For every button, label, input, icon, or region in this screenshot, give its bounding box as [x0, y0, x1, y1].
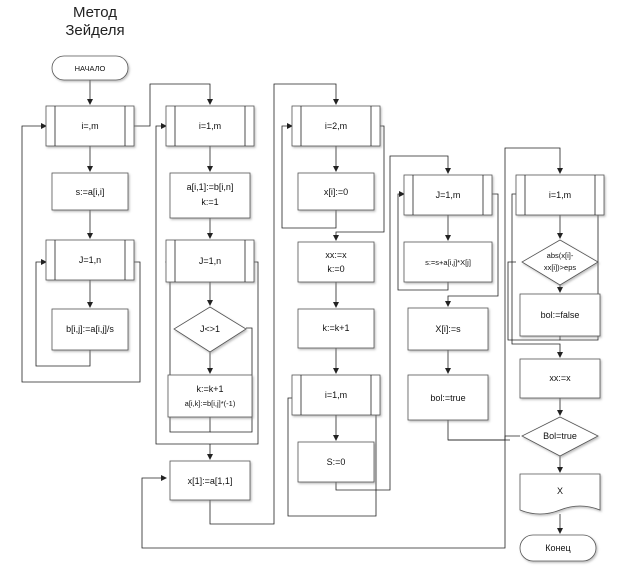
- col5-assign-bol-label: bol:=false: [541, 310, 580, 320]
- end-terminal: Конец: [519, 534, 597, 562]
- col3-assign-S-label: S:=0: [327, 457, 346, 467]
- col3-loop-i1-label: i=1,m: [325, 390, 347, 400]
- col4-loop-j-label: J=1,m: [436, 190, 461, 200]
- col5-assign-xx: xx:=x: [519, 358, 601, 399]
- title-line-1: Метод: [73, 4, 117, 21]
- col5-loop-i: i=1,m: [515, 174, 605, 216]
- col1-assign-s-label: s:=a[i,i]: [76, 187, 105, 197]
- col1-assign-b-label: b[i,j]:=a[i,j]/s: [66, 324, 114, 334]
- col4-assign-s-label: s:=s+a[i,j]*X[j]: [425, 258, 471, 267]
- col3-assign-xi-label: x[i]:=0: [324, 187, 348, 197]
- col2-assign-k: k:=k+1 a[i,k]:=b[i,j]*(-1): [167, 374, 253, 418]
- start-terminal: НАЧАЛО: [51, 55, 129, 81]
- col2-decision: J<>1: [173, 306, 247, 353]
- col2-assign-x1: x[1]:=a[1,1]: [169, 460, 251, 501]
- col2-assign-a-line1: a[i,1]:=b[i,n]: [187, 182, 234, 192]
- col5-assign-bol: bol:=false: [519, 293, 601, 337]
- col2-loop-j-label: J=1,n: [199, 256, 221, 266]
- col3-assign-xx-line2: k:=0: [327, 264, 344, 274]
- col5-decision-line1: abs(x[i]-: [547, 251, 574, 260]
- col4-assign-xs: X[i]:=s: [407, 307, 489, 351]
- col1-loop-i-label: i=,m: [81, 121, 98, 131]
- col2-loop-j: J=1,n: [165, 239, 255, 283]
- col1-loop-j: J=1,n: [45, 239, 135, 281]
- col5-decision: abs(x[i]- xx[i])>eps: [521, 239, 599, 286]
- col2-assign-k-line2: a[i,k]:=b[i,j]*(-1): [185, 399, 236, 408]
- col2-assign-x1-label: x[1]:=a[1,1]: [188, 476, 233, 486]
- col5-output: X: [519, 473, 601, 515]
- col3-assign-S: S:=0: [297, 441, 375, 483]
- col4-assign-xs-label: X[i]:=s: [435, 324, 461, 334]
- col5-decision-bol-label: Bol=true: [543, 431, 577, 441]
- col2-loop-i: i=1,m: [165, 105, 255, 147]
- col5-assign-xx-label: xx:=x: [549, 373, 571, 383]
- col3-assign-k-label: k:=k+1: [322, 323, 349, 333]
- start-label: НАЧАЛО: [75, 64, 106, 73]
- col5-decision-bol: Bol=true: [521, 416, 599, 457]
- col2-decision-label: J<>1: [200, 324, 220, 334]
- col4-assign-bol-label: bol:=true: [430, 393, 465, 403]
- col3-loop-i2: i=2,m: [291, 105, 381, 147]
- col2-assign-a: a[i,1]:=b[i,n] k:=1: [169, 172, 251, 219]
- col1-loop-j-label: J=1,n: [79, 255, 101, 265]
- col4-assign-s: s:=s+a[i,j]*X[j]: [403, 241, 493, 283]
- col1-loop-i: i=,m: [45, 105, 135, 147]
- col3-assign-xi: x[i]:=0: [297, 172, 375, 211]
- col5-decision-line2: xx[i])>eps: [544, 263, 577, 272]
- col1-assign-b: b[i,j]:=a[i,j]/s: [51, 308, 129, 351]
- col4-loop-j: J=1,m: [403, 174, 493, 216]
- title-line-2: Зейделя: [65, 22, 125, 39]
- col3-assign-xx: xx:=x k:=0: [297, 241, 375, 283]
- col3-assign-xx-line1: xx:=x: [325, 250, 347, 260]
- col2-assign-k-line1: k:=k+1: [196, 384, 223, 394]
- col1-assign-s: s:=a[i,i]: [51, 172, 129, 211]
- col5-output-label: X: [557, 486, 563, 496]
- col3-loop-i2-label: i=2,m: [325, 121, 347, 131]
- col4-assign-bol: bol:=true: [407, 374, 489, 421]
- end-label: Конец: [545, 543, 570, 553]
- col3-assign-k: k:=k+1: [297, 308, 375, 349]
- col2-loop-i-label: i=1,m: [199, 121, 221, 131]
- col3-loop-i1: i=1,m: [291, 374, 381, 416]
- col5-loop-i-label: i=1,m: [549, 190, 571, 200]
- col2-assign-a-line2: k:=1: [201, 197, 218, 207]
